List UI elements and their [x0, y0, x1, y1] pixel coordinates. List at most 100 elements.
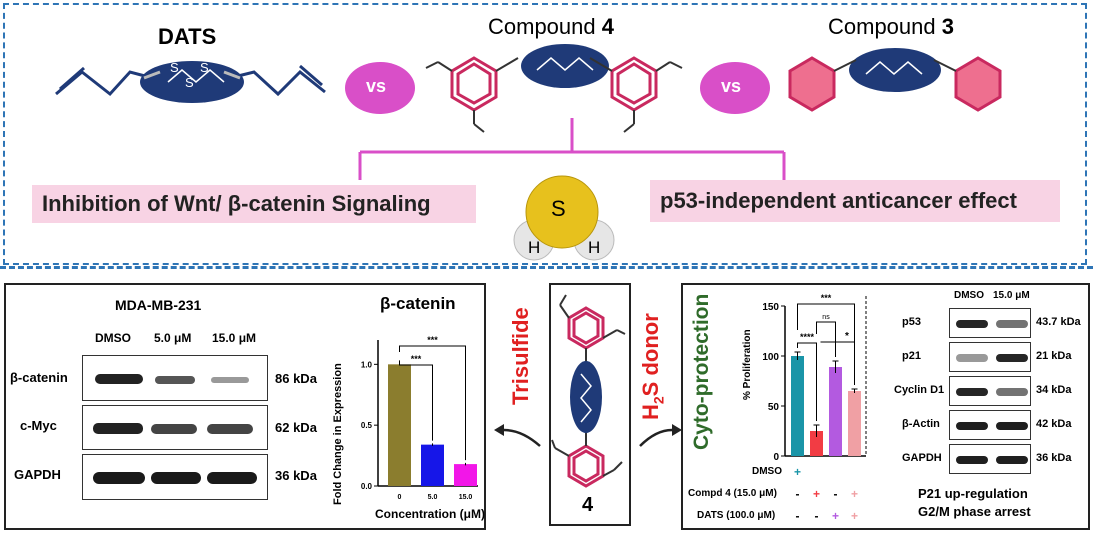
- bar: [388, 364, 411, 486]
- kda-label: 86 kDa: [275, 371, 317, 386]
- right-curved-arrow: [639, 428, 673, 447]
- bar: [810, 431, 823, 456]
- sulfur-label: S: [170, 60, 179, 75]
- sulfur-label: S: [200, 60, 209, 75]
- blot-row-label: p53: [902, 316, 921, 328]
- significance-bracket: [399, 360, 433, 441]
- blot-title: MDA-MB-231: [115, 297, 202, 313]
- h2s-molecule: [513, 175, 615, 261]
- x-tick-label: 15.0: [459, 494, 473, 501]
- kda-label: 43.7 kDa: [1036, 316, 1081, 328]
- bar: [829, 367, 842, 456]
- dats-title: DATS: [158, 24, 217, 49]
- treatment-symbol: -: [796, 487, 800, 501]
- blot-column-dmso: DMSO: [954, 290, 984, 301]
- blot-strip: [82, 454, 268, 500]
- bar: [848, 391, 861, 456]
- blot-band: [211, 377, 249, 383]
- left-curved-arrow: [503, 428, 541, 447]
- y-tick-label: 0: [773, 452, 779, 463]
- kda-label: 36 kDa: [275, 468, 317, 483]
- blot-row-label: β-catenin: [10, 370, 68, 385]
- blot-band: [956, 388, 988, 396]
- treatment-label: Compd 4 (15.0 μM): [688, 488, 777, 499]
- blot-band: [956, 422, 988, 430]
- blot-band: [155, 376, 195, 384]
- blot-strip: [82, 405, 268, 450]
- blot-band: [996, 456, 1028, 464]
- treatment-symbol: +: [794, 465, 801, 479]
- y-tick-label: 1.0: [361, 360, 373, 369]
- significance-bracket: [820, 341, 855, 385]
- bar: [454, 464, 477, 486]
- compound-3-title: Compound 3: [828, 14, 954, 39]
- treatment-symbol: +: [851, 509, 858, 523]
- significance-label: ns: [822, 314, 830, 321]
- blot-row-label: GAPDH: [902, 452, 942, 464]
- y-tick-label: 100: [762, 352, 779, 363]
- significance-label: ***: [411, 354, 422, 364]
- kda-label: 42 kDa: [1036, 418, 1072, 430]
- blot-band: [956, 354, 988, 362]
- conclusion-p21: P21 up-regulation: [918, 486, 1028, 501]
- treatment-symbol: +: [832, 509, 839, 523]
- blot-column-15: 15.0 μM: [993, 290, 1030, 301]
- blot-column-dmso: DMSO: [95, 331, 131, 345]
- blot-row-label: GAPDH: [14, 467, 61, 482]
- kda-label: 34 kDa: [1036, 384, 1072, 396]
- significance-bracket: [816, 321, 836, 357]
- section-separator: [0, 266, 1093, 269]
- vs-bubble-1: [345, 62, 415, 114]
- y-tick-label: 50: [768, 402, 780, 413]
- blot-band: [93, 423, 143, 434]
- y-tick-label: 0.0: [361, 482, 373, 491]
- trisulfide-ellipse: [849, 48, 941, 92]
- blot-band: [996, 354, 1028, 362]
- significance-label: ****: [800, 332, 815, 342]
- blot-band: [207, 424, 253, 434]
- blot-strip: [949, 308, 1031, 338]
- blot-row-label: Cyclin D1: [894, 384, 945, 396]
- chart-x-axis-label: Concentration (μM): [375, 507, 485, 521]
- blot-strip: [949, 342, 1031, 372]
- blot-row-label: β-Actin: [902, 418, 940, 430]
- effect-bracket: [358, 118, 786, 180]
- y-tick-label: 150: [762, 302, 779, 313]
- significance-label: *: [845, 331, 849, 342]
- chart-y-axis-label: % Proliferation: [742, 329, 753, 400]
- blot-band: [996, 422, 1028, 430]
- blot-row-label: c-Myc: [20, 418, 57, 433]
- treatment-symbol: +: [851, 487, 858, 501]
- blot-column-15: 15.0 μM: [212, 331, 257, 345]
- blot-band: [207, 472, 257, 484]
- h2s-hydrogen-label: H: [528, 238, 541, 257]
- significance-bracket: [399, 345, 466, 461]
- blot-band: [996, 320, 1028, 328]
- p53-effect-box: p53-independent anticancer effect: [650, 180, 1060, 222]
- wnt-effect-box: Inhibition of Wnt/ β-catenin Signaling: [32, 185, 476, 223]
- blot-strip: [949, 444, 1031, 474]
- x-tick-label: 0: [398, 494, 402, 501]
- compound-number: 4: [582, 494, 594, 516]
- trisulfide-ellipse: [140, 61, 244, 103]
- significance-label: ***: [427, 335, 438, 345]
- blot-strip: [949, 376, 1031, 406]
- blot-band: [95, 374, 143, 384]
- significance-label: ***: [821, 293, 832, 303]
- blot-band: [956, 456, 988, 464]
- blot-strip: [949, 410, 1031, 440]
- bar: [421, 444, 444, 486]
- blot-column-5: 5.0 μM: [154, 331, 192, 345]
- chart-title: β-catenin: [380, 294, 456, 313]
- blot-band: [93, 472, 145, 484]
- sulfur-label: S: [185, 75, 194, 90]
- trisulfide-ellipse: [570, 361, 602, 433]
- top-dashed-frame: [3, 3, 1087, 265]
- treatment-label: DMSO: [752, 466, 782, 477]
- kda-label: 36 kDa: [1036, 452, 1072, 464]
- blot-band: [956, 320, 988, 328]
